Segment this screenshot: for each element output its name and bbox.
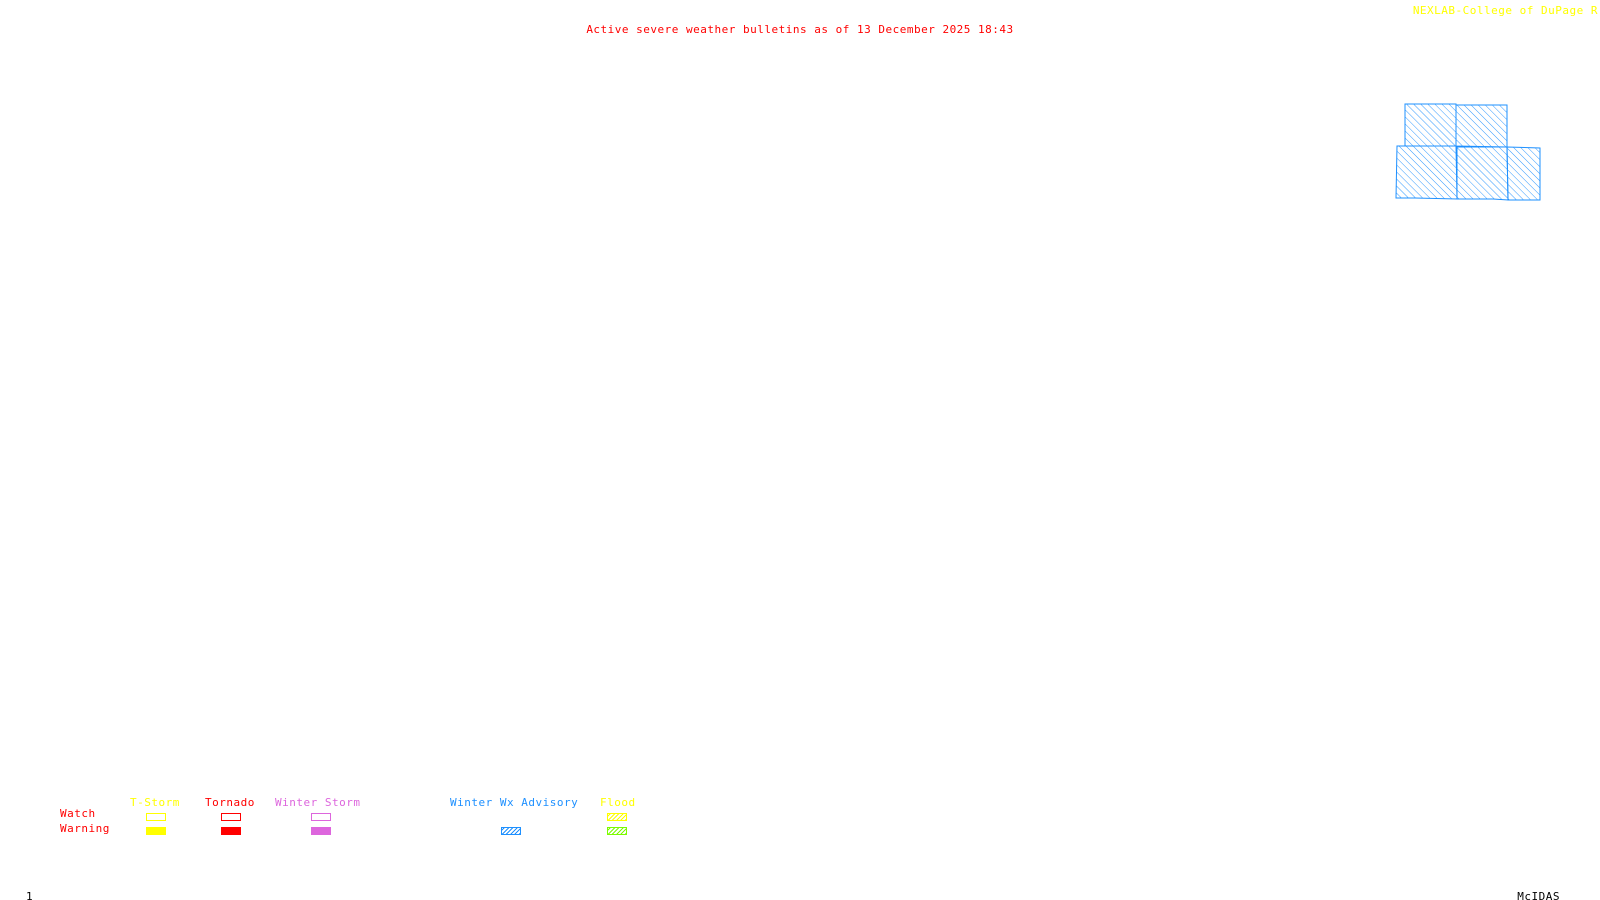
legend-col-winter-storm: Winter Storm — [275, 796, 361, 809]
legend-col-tstorm: T-Storm — [130, 796, 180, 809]
legend-swatch-tstorm-warning — [146, 827, 166, 835]
advisory-county — [1404, 103, 1457, 147]
legend-swatch-flood-warning — [607, 827, 627, 835]
advisory-county — [1455, 104, 1508, 148]
advisory-county-group — [1395, 103, 1541, 201]
legend-swatch-winter-advisory-warning — [501, 827, 521, 835]
credit-text: NEXLAB-College of DuPage R — [1412, 4, 1598, 17]
legend-col-flood: Flood — [600, 796, 636, 809]
frame-number: 1 — [26, 890, 34, 900]
legend-swatch-winter-storm-watch — [311, 813, 331, 821]
legend-col-tornado: Tornado — [205, 796, 255, 809]
advisory-county — [1395, 145, 1458, 200]
legend-swatch-tornado-warning — [221, 827, 241, 835]
advisory-county — [1456, 146, 1509, 201]
footer-brand: McIDAS — [1517, 890, 1560, 900]
advisory-county — [1506, 146, 1541, 201]
legend-swatch-tstorm-watch — [146, 813, 166, 821]
legend-swatch-tornado-watch — [221, 813, 241, 821]
legend-col-winter-advisory: Winter Wx Advisory — [450, 796, 579, 809]
legend-row-warning: Warning — [60, 822, 110, 835]
advisory-map — [1395, 103, 1541, 201]
page-title: Active severe weather bulletins as of 13… — [586, 23, 1014, 36]
legend-swatch-flood-watch — [607, 813, 627, 821]
legend-swatch-winter-storm-warning — [311, 827, 331, 835]
legend-row-watch: Watch — [60, 807, 96, 820]
